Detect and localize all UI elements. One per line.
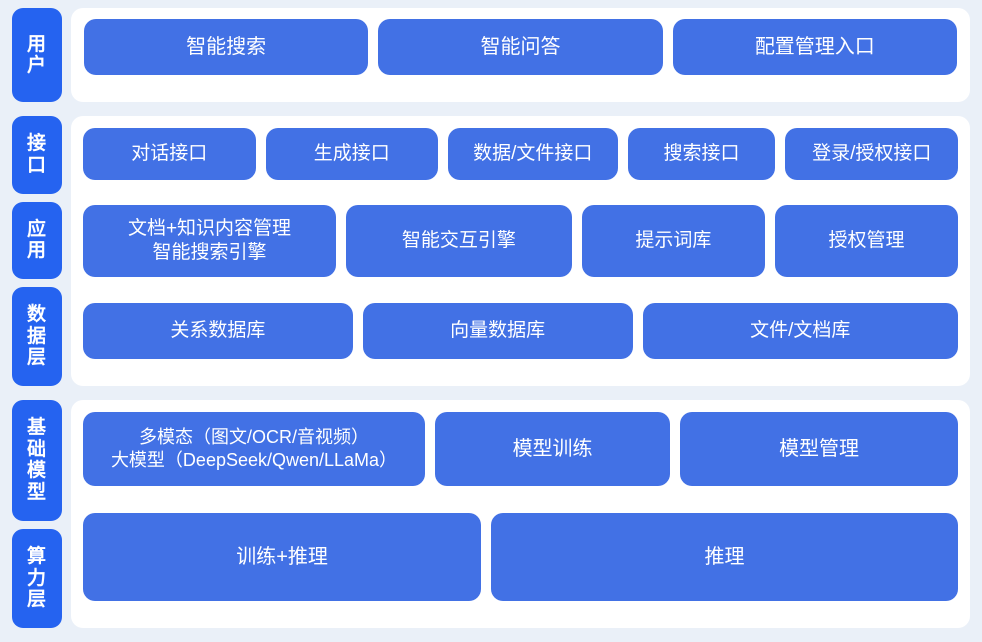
band-middle: 接口 应用 数据层 对话接口 生成接口 数据/文件接口 搜索接口 登录/授权接口…	[12, 116, 970, 387]
card-model-management[interactable]: 模型管理	[680, 412, 958, 486]
card-authorization-management[interactable]: 授权管理	[774, 205, 958, 278]
layer-chip-compute-label: 算力层	[26, 546, 47, 611]
card-intelligent-interaction-engine[interactable]: 智能交互引擎	[346, 205, 572, 278]
card-inference[interactable]: 推理	[491, 513, 958, 601]
chip-column-middle: 接口 应用 数据层	[12, 116, 62, 387]
band-user: 用户 智能搜索 智能问答 配置管理入口	[12, 8, 970, 102]
row-application: 文档+知识内容管理 智能搜索引擎 智能交互引擎 提示词库 授权管理	[83, 205, 958, 292]
card-prompt-library[interactable]: 提示词库	[581, 205, 765, 278]
card-generation-interface[interactable]: 生成接口	[265, 128, 439, 180]
card-relational-database[interactable]: 关系数据库	[83, 302, 353, 359]
card-document-knowledge-management[interactable]: 文档+知识内容管理 智能搜索引擎	[83, 205, 337, 278]
card-intelligent-qa[interactable]: 智能问答	[378, 19, 663, 75]
card-multimodal-large-model[interactable]: 多模态（图文/OCR/音视频） 大模型（DeepSeek/Qwen/LLaMa）	[83, 412, 425, 486]
card-data-file-interface[interactable]: 数据/文件接口	[448, 128, 618, 180]
row-data: 关系数据库 向量数据库 文件/文档库	[83, 302, 959, 374]
card-file-document-store[interactable]: 文件/文档库	[642, 302, 959, 359]
row-compute: 训练+推理 推理	[83, 513, 958, 616]
row-interface: 对话接口 生成接口 数据/文件接口 搜索接口 登录/授权接口	[83, 128, 959, 195]
layer-chip-compute[interactable]: 算力层	[12, 528, 62, 628]
panel-base: 多模态（图文/OCR/音视频） 大模型（DeepSeek/Qwen/LLaMa）…	[71, 400, 970, 628]
chip-column-user: 用户	[12, 8, 62, 102]
layer-chip-data[interactable]: 数据层	[12, 287, 62, 387]
layer-chip-user[interactable]: 用户	[12, 8, 62, 102]
layer-chip-foundation-model-label: 基础模型	[26, 417, 47, 503]
card-intelligent-search[interactable]: 智能搜索	[84, 19, 369, 75]
card-model-training[interactable]: 模型训练	[435, 412, 671, 486]
layer-chip-application[interactable]: 应用	[12, 201, 62, 280]
panel-middle: 对话接口 生成接口 数据/文件接口 搜索接口 登录/授权接口 文档+知识内容管理…	[71, 116, 970, 386]
band-base: 基础模型 算力层 多模态（图文/OCR/音视频） 大模型（DeepSeek/Qw…	[12, 400, 970, 628]
layer-chip-application-label: 应用	[26, 218, 47, 262]
card-login-auth-interface[interactable]: 登录/授权接口	[785, 128, 959, 180]
chip-column-base: 基础模型 算力层	[12, 400, 62, 628]
row-model: 多模态（图文/OCR/音视频） 大模型（DeepSeek/Qwen/LLaMa）…	[83, 412, 958, 501]
layer-chip-interface[interactable]: 接口	[12, 116, 62, 194]
layer-chip-user-label: 用户	[26, 33, 47, 76]
layer-chip-data-label: 数据层	[26, 304, 47, 369]
card-config-management-entry[interactable]: 配置管理入口	[672, 19, 957, 75]
layer-chip-interface-label: 接口	[26, 133, 47, 176]
panel-user: 智能搜索 智能问答 配置管理入口	[71, 8, 970, 102]
layer-chip-foundation-model[interactable]: 基础模型	[12, 400, 62, 521]
card-training-plus-inference[interactable]: 训练+推理	[83, 513, 482, 601]
card-search-interface[interactable]: 搜索接口	[627, 128, 776, 180]
row-user-entries: 智能搜索 智能问答 配置管理入口	[84, 19, 957, 91]
card-vector-database[interactable]: 向量数据库	[362, 302, 633, 359]
card-dialog-interface[interactable]: 对话接口	[83, 128, 256, 180]
